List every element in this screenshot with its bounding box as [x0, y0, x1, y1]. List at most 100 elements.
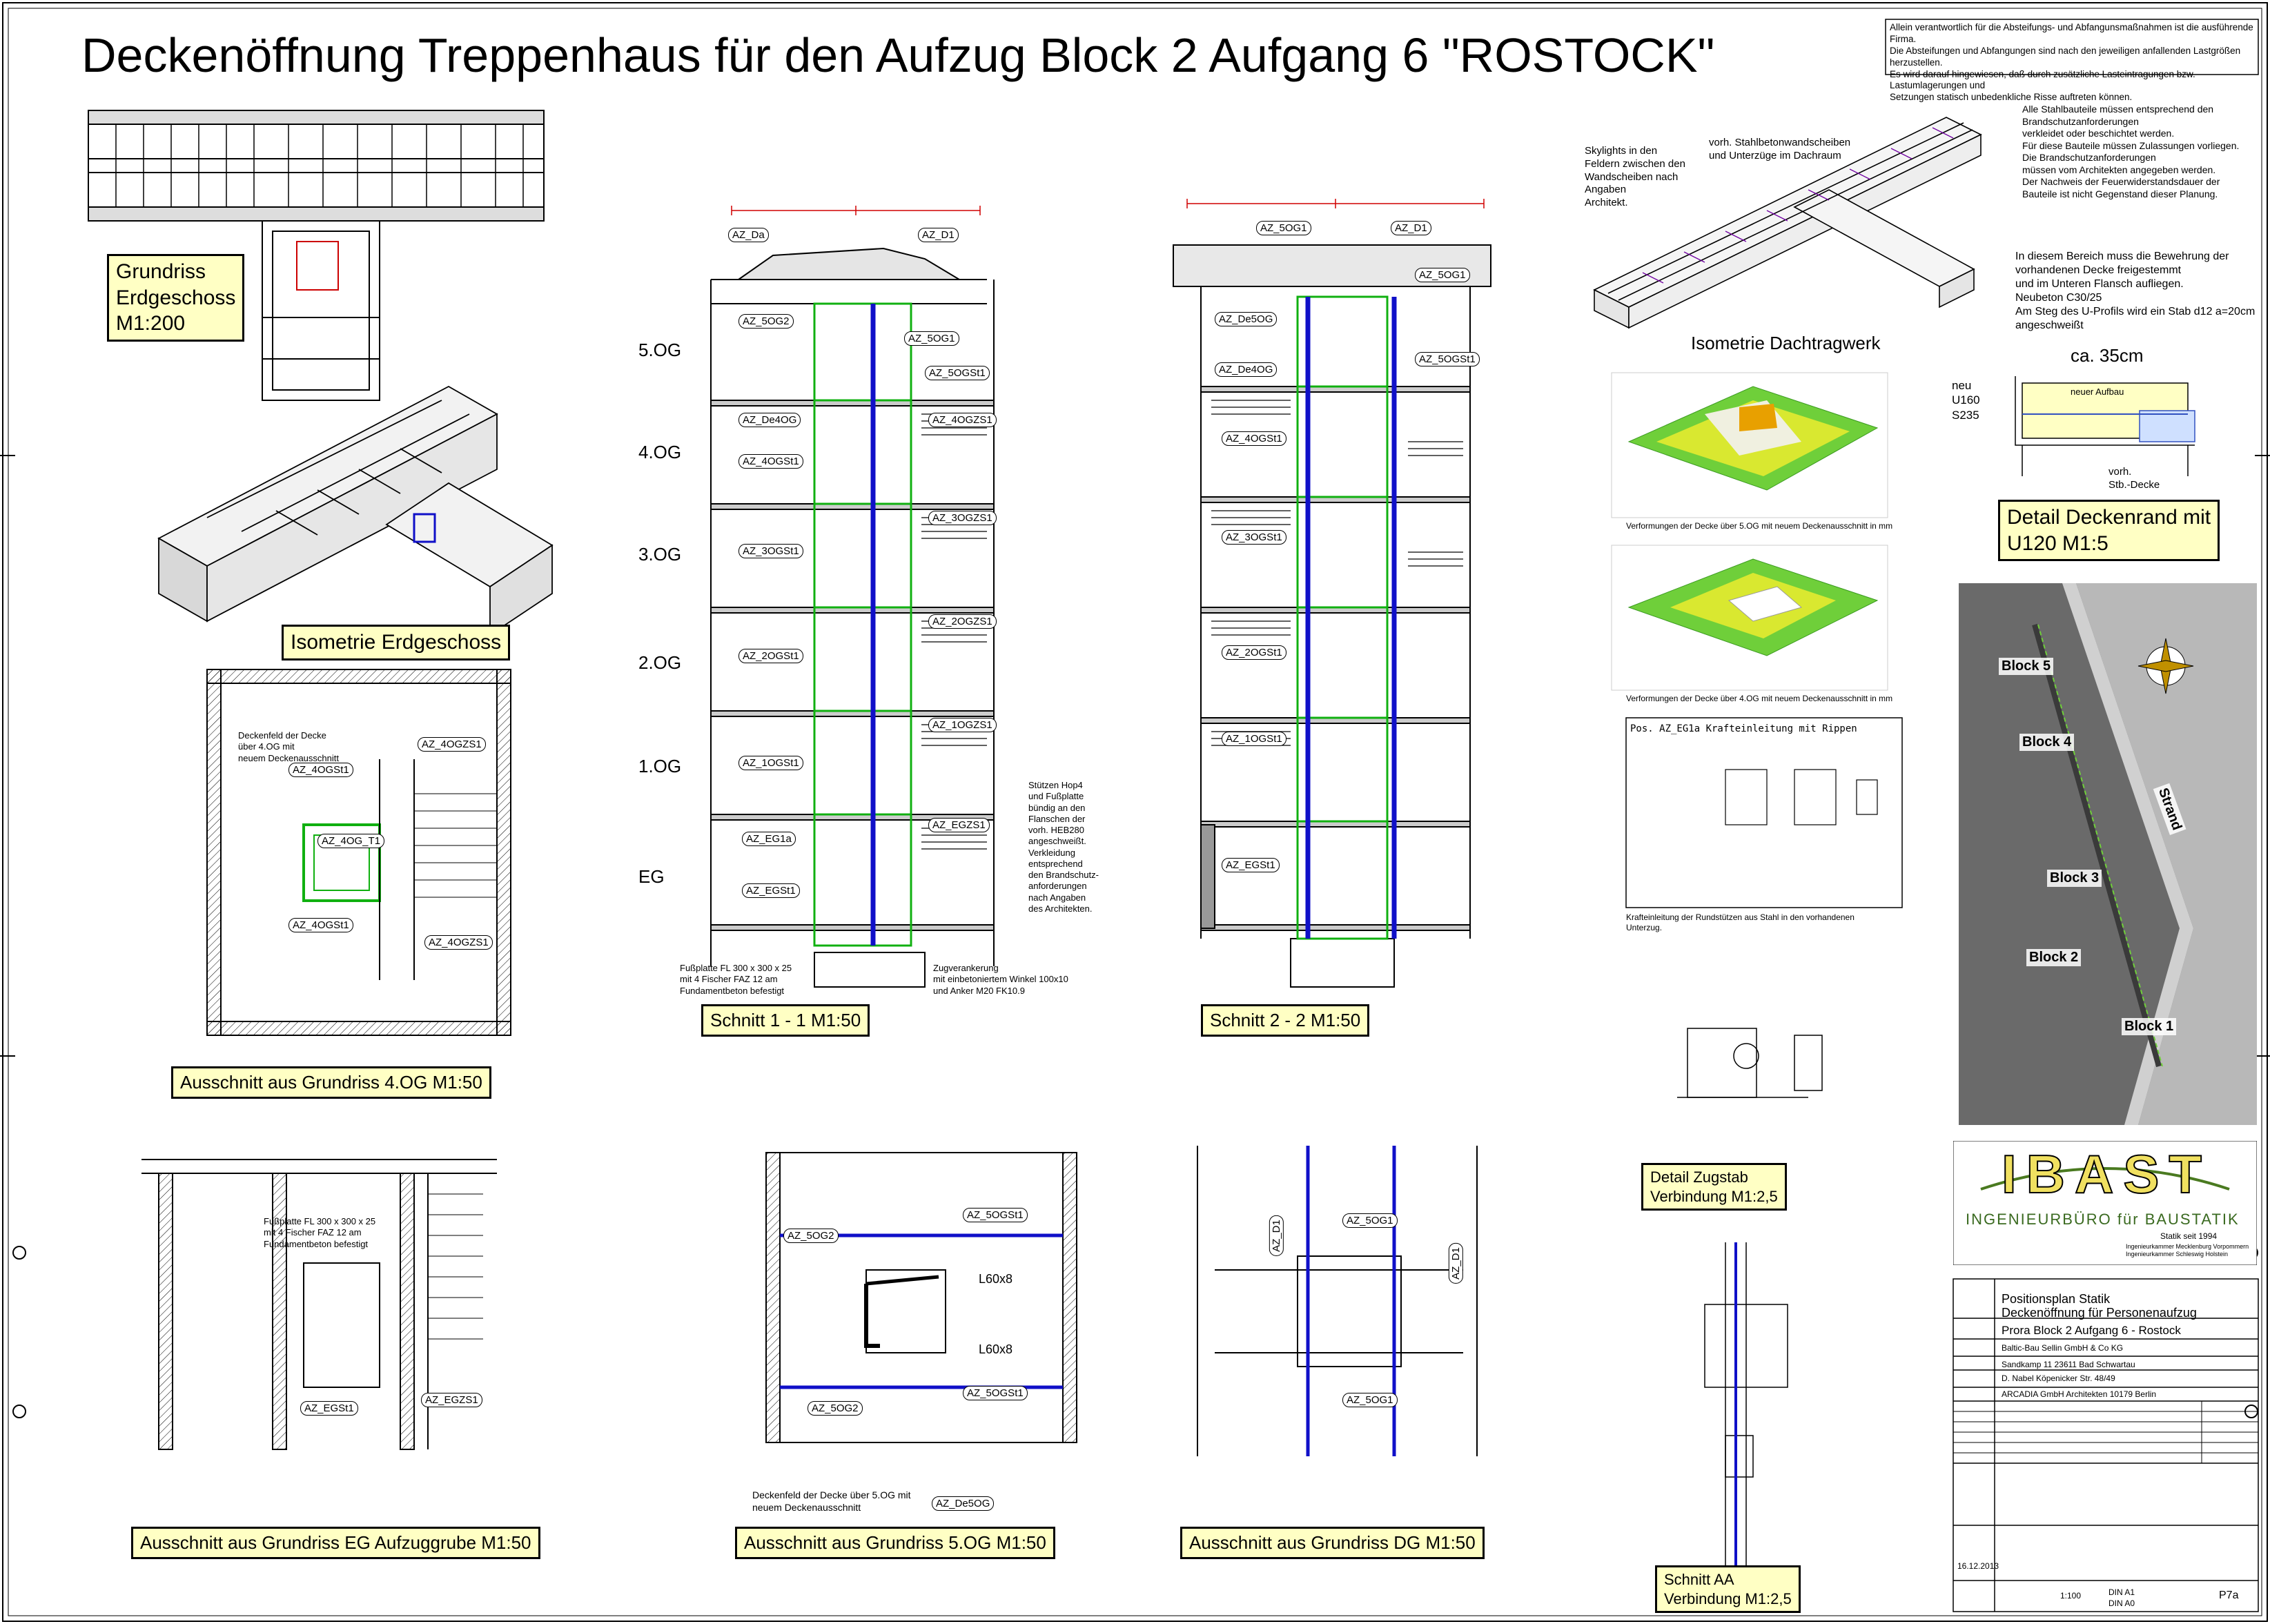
isometric-eg [157, 385, 554, 636]
pos-tag: AZ_De5OG [932, 1496, 995, 1511]
pos-tag: AZ_D1 [918, 228, 959, 242]
detail-zugstab [1677, 1028, 1823, 1098]
plan-5og-beams [780, 1233, 1063, 1389]
logo-name: IBAST [2001, 1144, 2211, 1204]
label-detail-zugstab: Detail Zugstab Verbindung M1:2,5 [1641, 1163, 1787, 1211]
map-block-1: Block 1 [2122, 1018, 2177, 1035]
pos-tag: AZ_3OGSt1 [738, 544, 803, 558]
map-block-5: Block 5 [1999, 658, 2054, 675]
ibast-logo-graphic [1953, 1140, 2258, 1266]
note-neuer-aufbau: neuer Aufbau [2071, 387, 2124, 397]
pos-tag: AZ_1OGSt1 [1222, 732, 1286, 746]
note-brandschutz: Alle Stahlbauteile müssen entsprechend d… [2022, 104, 2240, 199]
label-schnitt-22: Schnitt 2 - 2 M1:50 [1201, 1004, 1370, 1037]
title-block-revisions [1953, 1401, 2258, 1463]
label-schnitt-aa: Schnitt AA Verbindung M1:2,5 [1655, 1565, 1801, 1613]
pos-tag: AZ_5OG2 [783, 1229, 839, 1243]
label-isometrie-eg: Isometrie Erdgeschoss [282, 625, 511, 661]
label-ca35: ca. 35cm [2071, 345, 2144, 366]
l60-label: L60x8 [979, 1342, 1013, 1356]
section-2-2-new-frame [1296, 295, 1389, 940]
note-deckenfeld-5og: Deckenfeld der Decke über 5.OG mit neuem… [752, 1489, 911, 1513]
caption-verformung-5og: Verformungen der Decke über 5.OG mit neu… [1626, 521, 1893, 531]
pos-tag: AZ_4OGSt1 [288, 918, 353, 932]
l60-label: L60x8 [979, 1272, 1013, 1286]
floor-label: 3.OG [638, 544, 682, 565]
pos-tag: AZ_3OGZS1 [928, 511, 997, 525]
logo-sub: INGENIEURBÜRO für BAUSTATIK [1966, 1211, 2240, 1228]
page-title: Deckenöffnung Treppenhaus für den Aufzug… [81, 28, 1715, 82]
krafteinleitung-sketch [1725, 769, 1878, 825]
pos-tag: AZ_5OG1 [1415, 268, 1470, 282]
pos-tag: AZ_5OG2 [738, 314, 794, 329]
pos-tag: AZ_4OGSt1 [738, 454, 803, 469]
pos-tag: AZ_5OG1 [1342, 1213, 1398, 1228]
note-deckenfeld-4og: Deckenfeld der Decke über 4.OG mit neuem… [238, 730, 339, 763]
label-grundriss-eg: Grundriss Erdgeschoss M1:200 [107, 254, 245, 342]
fem-plot-4og [1611, 545, 1888, 691]
section-1-1-new-frame [813, 302, 912, 947]
note-neu-u160: neu U160 S235 [1952, 379, 1980, 422]
pos-tag: AZ_5OG1 [1342, 1393, 1398, 1407]
pos-tag: AZ_D1 [1448, 1243, 1463, 1284]
map-block-2: Block 2 [2026, 949, 2082, 966]
note-vorh-decke: vorh. Stb.-Decke [2108, 466, 2160, 491]
section-1-1-stairs [921, 413, 987, 850]
note-skylights: Skylights in den Feldern zwischen den Wa… [1585, 145, 1685, 208]
plan-5og [765, 1152, 1077, 1443]
floor-label: 2.OG [638, 652, 682, 673]
tb-project-2: Deckenöffnung für Personenaufzug [2002, 1306, 2197, 1320]
pos-tag: AZ_EGSt1 [742, 883, 800, 898]
pos-tag: AZ_D1 [1391, 221, 1431, 235]
pos-tag: AZ_EGZS1 [928, 818, 990, 832]
floor-label: 5.OG [638, 340, 682, 360]
map-block-4: Block 4 [2019, 734, 2075, 751]
tb-architekt: D. Nabel Köpenicker Str. 48/49 [2002, 1373, 2115, 1383]
section-2-2 [1173, 244, 1491, 988]
section-2-2-dims [1186, 199, 1485, 208]
compass-rose-icon [2137, 638, 2194, 694]
floor-label: 4.OG [638, 442, 682, 462]
tb-architekt-2: ARCADIA GmbH Architekten 10179 Berlin [2002, 1389, 2157, 1399]
tb-bauherr: Baltic-Bau Sellin GmbH & Co KG [2002, 1343, 2124, 1353]
disclaimer-text: Allein verantwortlich für die Absteifung… [1890, 22, 2253, 103]
floorplan-eg-m200 [88, 110, 545, 401]
pos-tag: AZ_EGSt1 [1222, 858, 1280, 872]
pos-tag: AZ_De5OG [1215, 312, 1278, 326]
pos-tag: AZ_2OGSt1 [1222, 645, 1286, 660]
plan-dg [1197, 1146, 1478, 1456]
floor-label: 1.OG [638, 756, 682, 776]
pos-tag: AZ_2OGSt1 [738, 649, 803, 663]
aerial-map-graphic [1959, 583, 2257, 1125]
pos-tag: AZ_1OGZS1 [928, 718, 997, 732]
label-isometrie-dach: Isometrie Dachtragwerk [1691, 333, 1881, 353]
plan-eg [141, 1159, 497, 1450]
pos-tag: AZ_5OG2 [808, 1401, 863, 1416]
pos-tag: AZ_EGSt1 [300, 1401, 358, 1416]
note-zugverankerung: Zugverankerung mit einbetoniertem Winkel… [933, 963, 1068, 996]
plan-dg-beams [1306, 1146, 1396, 1456]
tb-scale: 1:100 [2060, 1591, 2082, 1601]
krafteinleitung-note: Krafteinleitung der Rundstützen aus Stah… [1626, 912, 1855, 932]
section-aa [1704, 1242, 1788, 1574]
pos-tag: AZ_4OGZS1 [928, 413, 997, 427]
title-block-lines [1953, 1278, 2259, 1612]
pos-tag: AZ_3OGSt1 [1222, 530, 1286, 545]
tb-bauvorhaben: Prora Block 2 Aufgang 6 - Rostock [2002, 1324, 2181, 1337]
note-stahlbeton: vorh. Stahlbetonwandscheiben und Unterzü… [1709, 137, 1851, 162]
tb-date: 16.12.2013 [1957, 1561, 1999, 1571]
pos-tag: AZ_Da [728, 228, 769, 242]
fem-plot-5og [1611, 372, 1888, 518]
pos-tag: AZ_EG1a [742, 832, 796, 846]
pos-tag: AZ_2OGZS1 [928, 614, 997, 629]
note-fussplatte: Fußplatte FL 300 x 300 x 25 mit 4 Fische… [264, 1216, 376, 1249]
plan-eg-stairs [428, 1193, 483, 1340]
pos-tag: AZ_5OGSt1 [963, 1208, 1028, 1222]
label-ausschnitt-5og: Ausschnitt aus Grundriss 5.OG M1:50 [735, 1527, 1055, 1559]
label-ausschnitt-dg: Ausschnitt aus Grundriss DG M1:50 [1180, 1527, 1485, 1559]
plan-4og [206, 669, 511, 1036]
section-2-2-stairs [1211, 400, 1463, 746]
label-detail-deckenrand: Detail Deckenrand mit U120 M1:5 [1998, 500, 2220, 561]
tb-format: DIN A1 [2108, 1587, 2135, 1597]
